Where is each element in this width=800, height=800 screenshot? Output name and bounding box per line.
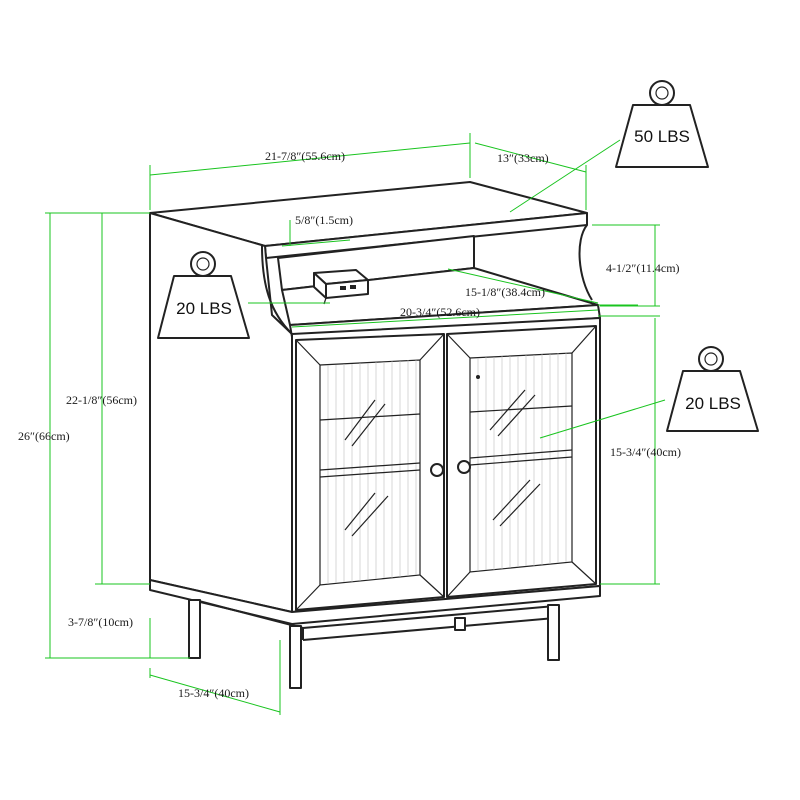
weight-icon-top: 50 LBS	[615, 80, 709, 168]
left-door-knob	[430, 463, 444, 477]
dim-leg-height: 3-7/8″(10cm)	[68, 615, 133, 629]
cabinet-drawing	[149, 181, 601, 689]
weight-label-shelf: 20 LBS	[176, 299, 232, 318]
dimension-lines	[45, 133, 666, 715]
weight-label-top: 50 LBS	[634, 127, 690, 146]
left-door	[295, 333, 445, 611]
dim-base-depth: 15-3/4″(40cm)	[178, 686, 249, 700]
dim-top-width: 21-7/8″(55.6cm)	[265, 149, 345, 163]
dim-shelf-depth: 15-1/8″(38.4cm)	[465, 285, 545, 299]
weight-label-interior: 20 LBS	[685, 394, 741, 413]
power-strip	[313, 269, 369, 305]
dim-inner-width: 20-3/4″(52.6cm)	[400, 305, 480, 319]
right-door-knob	[457, 460, 471, 474]
left-door-mesh	[327, 360, 417, 584]
shelf-right-curve	[578, 224, 593, 301]
weight-icon-interior: 20 LBS	[666, 346, 759, 432]
dim-body-height: 22-1/8″(56cm)	[66, 393, 137, 407]
dim-door-height: 15-3/4″(40cm)	[610, 445, 681, 459]
cabinet-legs	[188, 599, 560, 689]
cabinet-base	[149, 579, 601, 625]
right-door	[446, 325, 597, 598]
dim-shelf-lip: 5/8″(1.5cm)	[295, 213, 353, 227]
dim-total-height: 26″(66cm)	[18, 429, 70, 443]
weight-icon-shelf: 20 LBS	[157, 251, 250, 339]
dimension-labels: 21-7/8″(55.6cm) 13″(33cm) 5/8″(1.5cm) 4-…	[18, 149, 681, 700]
dim-open-shelf-height: 4-1/2″(11.4cm)	[606, 261, 680, 275]
side-curve	[261, 245, 293, 335]
dim-top-depth: 13″(33cm)	[497, 151, 549, 165]
cabinet-left-side	[149, 212, 293, 613]
